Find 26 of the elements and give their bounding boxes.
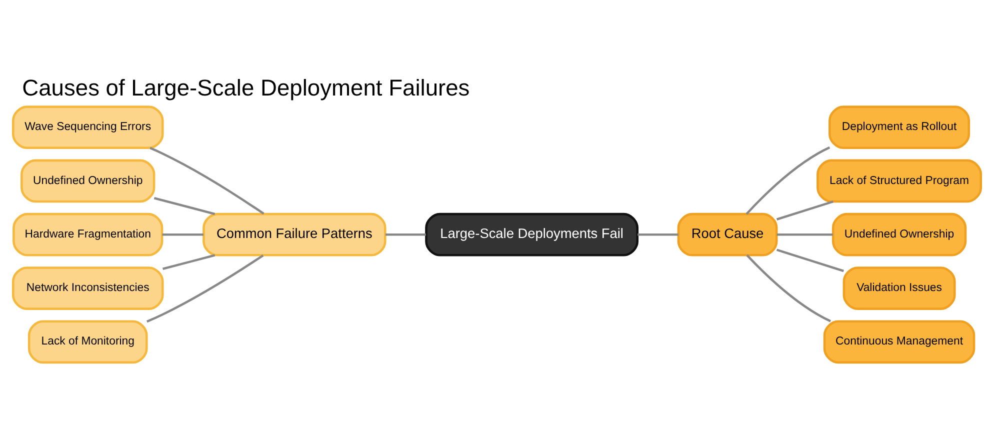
node-box: Validation Issues [842, 266, 956, 310]
connector [162, 233, 204, 236]
node-box: Deployment as Rollout [828, 106, 970, 150]
node-box: Undefined Ownership [20, 159, 156, 203]
node-box: Network Inconsistencies [12, 266, 164, 310]
node-box: Root Cause [677, 212, 778, 256]
node-box: Continuous Management [823, 320, 976, 364]
node-box: Lack of Structured Program [816, 159, 982, 203]
connector [776, 248, 844, 272]
connector [746, 254, 831, 322]
connector [776, 233, 833, 236]
node-box: Undefined Ownership [832, 212, 967, 256]
connector [162, 254, 216, 270]
diagram-title: Causes of Large-Scale Deployment Failures [22, 74, 470, 100]
node-box: Lack of Monitoring [28, 320, 148, 364]
connector [150, 146, 264, 215]
connector [746, 146, 830, 215]
connector [776, 200, 834, 220]
node-box: Hardware Fragmentation [12, 212, 164, 256]
connector [154, 197, 216, 216]
connector [385, 233, 426, 236]
connector [638, 233, 678, 236]
node-box: Large-Scale Deployments Fail [425, 212, 638, 256]
connector [146, 254, 264, 323]
node-box: Wave Sequencing Errors [12, 106, 164, 150]
node-box: Common Failure Patterns [202, 212, 386, 256]
